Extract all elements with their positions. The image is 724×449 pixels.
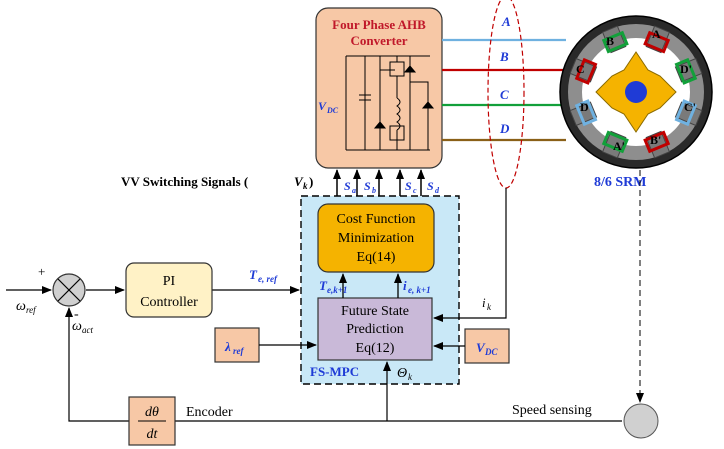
cost-function-block: Cost Function Minimization Eq(14) <box>317 203 435 273</box>
theta-sub: k <box>408 372 413 382</box>
pi-line1: PI <box>163 274 176 289</box>
cost-line1: Cost Function <box>337 212 416 227</box>
lambda-ref-block: λ ref <box>214 327 260 363</box>
switching-caption-var: V <box>294 174 304 189</box>
signal-sb-sub: b <box>372 186 376 195</box>
omega-ref-main: ω <box>16 299 26 314</box>
te-ref-main: T <box>249 267 258 282</box>
te-k1-label: T e,k+1 <box>319 278 347 295</box>
switching-caption: VV Switching Signals ( V k ) <box>121 174 313 191</box>
omega-act-label: ω act <box>72 319 93 335</box>
vdc-input-block: V DC <box>464 328 510 364</box>
cost-line2: Minimization <box>338 231 414 246</box>
phase-lines <box>442 38 566 142</box>
pi-line2: Controller <box>140 295 198 310</box>
pole-label-aprime: A' <box>613 139 625 153</box>
fsmpc-label: FS-MPC <box>310 364 359 379</box>
pole-label-b: B <box>606 34 614 48</box>
speed-sensing-label: Speed sensing <box>512 403 592 418</box>
vdc-input-main: V <box>476 340 486 355</box>
derivative-block: dθ dt <box>128 396 176 446</box>
signal-sc-main: S <box>405 179 412 193</box>
lambda-sub: ref <box>233 346 244 356</box>
summing-junction <box>52 273 86 307</box>
pole-label-c: C <box>576 62 585 76</box>
theta-main: Θ <box>397 366 407 381</box>
switching-labels: S a S b S c S d <box>344 179 440 195</box>
ik-feedback-line <box>433 188 507 322</box>
future-line1: Future State <box>341 304 409 319</box>
ie-k1-sub: e, k+1 <box>408 285 431 295</box>
future-state-block: Future State Prediction Eq(12) <box>317 297 433 361</box>
phase-labels: A B C D <box>499 14 511 136</box>
omega-ref-label: ω ref <box>16 299 37 315</box>
omega-act-feedback <box>65 307 129 422</box>
signal-sc-sub: c <box>413 186 417 195</box>
switching-caption-text: VV Switching Signals ( <box>121 174 248 189</box>
pole-label-a: A <box>652 27 661 41</box>
minus-sign: - <box>74 307 79 322</box>
cost-line3: Eq(14) <box>357 250 396 265</box>
vdc-input-sub: DC <box>484 347 498 357</box>
ie-k1-label: i e, k+1 <box>403 278 431 295</box>
pole-label-cprime: C' <box>684 100 696 114</box>
theta-label: Θ k <box>397 366 413 382</box>
pole-label-bprime: B' <box>650 133 661 147</box>
signal-sd-sub: d <box>435 186 440 195</box>
signal-sd-main: S <box>427 179 434 193</box>
switching-caption-end: ) <box>309 174 313 189</box>
phase-label-b: B <box>499 49 509 64</box>
pole-label-dprime: D' <box>680 62 692 76</box>
converter-block: Four Phase AHB Converter V DC <box>315 7 443 169</box>
phase-label-d: D <box>499 121 510 136</box>
ik-sub: k <box>487 302 492 312</box>
converter-title-line2: Converter <box>350 33 407 48</box>
converter-circuit <box>345 55 435 151</box>
srm-motor: B A C D' D C' A' B' 8/6 SRM <box>559 15 713 190</box>
converter-vdc-sub: DC <box>326 106 339 115</box>
te-k1-sub: e,k+1 <box>327 285 347 295</box>
switching-caption-sub: k <box>303 181 308 191</box>
omega-act-main: ω <box>72 319 82 334</box>
omega-act-sub: act <box>82 325 93 335</box>
phase-label-c: C <box>500 87 509 102</box>
encoder-label: Encoder <box>186 405 233 420</box>
speed-sensor <box>623 403 659 439</box>
deriv-num: dθ <box>145 405 159 420</box>
ik-label: i k <box>482 295 492 312</box>
plus-sign: + <box>38 264 45 279</box>
ie-k1-main: i <box>403 278 407 293</box>
converter-title-line1: Four Phase AHB <box>332 17 426 32</box>
omega-ref-sub: ref <box>26 305 37 315</box>
deriv-den: dt <box>147 427 159 442</box>
te-ref-label: T e, ref <box>249 267 278 284</box>
signal-sb-main: S <box>364 179 371 193</box>
signal-sa-sub: a <box>352 186 356 195</box>
ik-main: i <box>482 295 486 310</box>
pi-controller-block: PI Controller <box>125 262 213 318</box>
switching-arrows <box>333 169 425 196</box>
pole-label-d: D <box>580 100 589 114</box>
lambda-main: λ <box>224 339 231 354</box>
phase-label-a: A <box>501 14 511 29</box>
signal-sa-main: S <box>344 179 351 193</box>
te-ref-sub: e, ref <box>258 274 278 284</box>
future-line2: Prediction <box>346 322 404 337</box>
te-k1-main: T <box>319 278 328 293</box>
future-line3: Eq(12) <box>356 341 395 356</box>
motor-label: 8/6 SRM <box>594 175 647 190</box>
converter-vdc-main: V <box>318 99 327 113</box>
